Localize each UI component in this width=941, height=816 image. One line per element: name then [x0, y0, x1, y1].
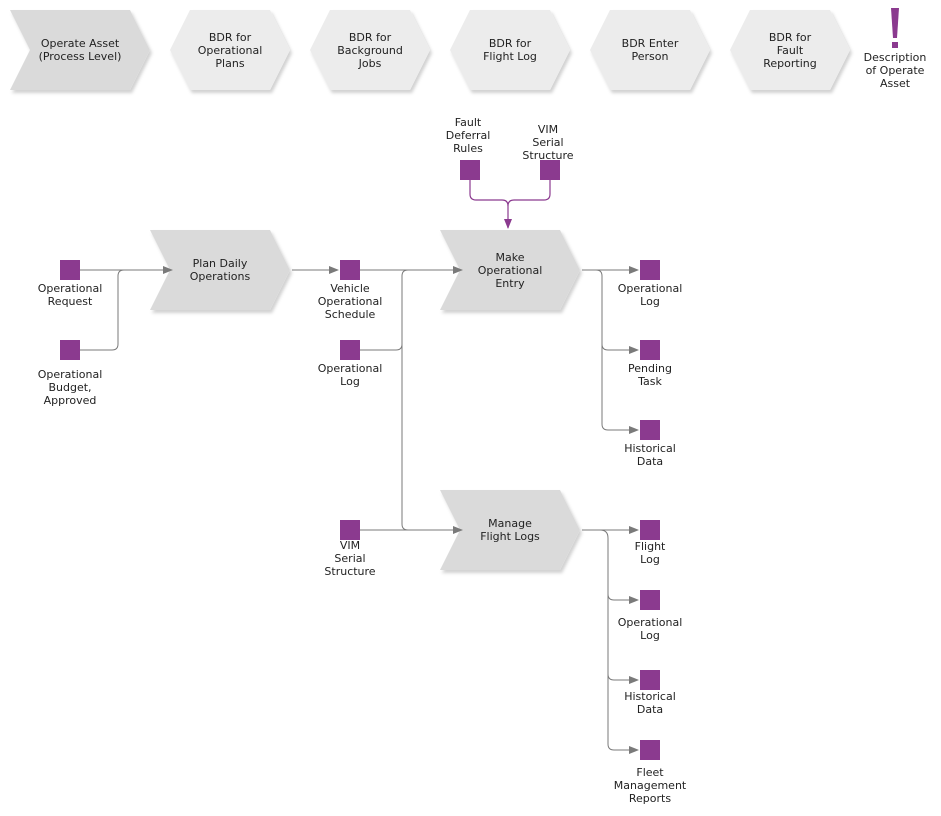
object-label: Operational Request: [37, 282, 103, 308]
process-label-make-entry: Make Operational Entry: [477, 250, 543, 290]
object-label: Historical Data: [624, 690, 676, 716]
object-operational-request[interactable]: [60, 260, 80, 280]
object-label: VIM Serial Structure: [522, 123, 574, 162]
header-hex-bdr-background-jobs[interactable]: [310, 10, 430, 90]
header-hex-bdr-fault-reporting[interactable]: [730, 10, 850, 90]
object-vim-serial-structure-top[interactable]: [540, 160, 560, 180]
header-hex-bdr-enter-person[interactable]: [590, 10, 710, 90]
process-plan-daily-operations[interactable]: [150, 230, 290, 310]
object-historical-data-flight[interactable]: [640, 670, 660, 690]
process-label-plan-daily: Plan Daily Operations: [189, 257, 251, 283]
header-process-operate-asset[interactable]: [10, 10, 150, 90]
object-flight-log[interactable]: [640, 520, 660, 540]
process-make-operational-entry[interactable]: [440, 230, 580, 310]
object-historical-data-entry[interactable]: [640, 420, 660, 440]
object-operational-log-input[interactable]: [340, 340, 360, 360]
object-label: Fault Deferral Rules: [445, 116, 491, 155]
object-fault-deferral-rules[interactable]: [460, 160, 480, 180]
connector-manage-trunk: [599, 529, 639, 754]
process-manage-flight-logs[interactable]: [440, 490, 580, 570]
connector-fault-rules-to-entry: [469, 180, 512, 229]
connector-budget-to-plan: [80, 269, 125, 351]
accent-connectors: [469, 180, 551, 229]
header-hex-bdr-flight-log[interactable]: [450, 10, 570, 90]
connectors: [80, 266, 639, 754]
connector-manage-to-historical: [607, 673, 639, 684]
object-label: Vehicle Operational Schedule: [317, 282, 383, 321]
header-label-bdr-flight-log: BDR for Flight Log: [483, 37, 537, 63]
connector-entry-trunk: [595, 269, 639, 434]
object-label: VIM Serial Structure: [324, 539, 376, 578]
connector-manage-to-oplog: [607, 593, 639, 604]
header-hex-bdr-operational-plans[interactable]: [170, 10, 290, 90]
object-vehicle-operational-schedule[interactable]: [340, 260, 360, 280]
object-label: Flight Log: [634, 540, 666, 566]
description-label: Description of Operate Asset: [863, 51, 927, 90]
object-label: Operational Log: [617, 616, 683, 642]
object-label: Operational Log: [317, 362, 383, 388]
connector-entry-to-pending: [601, 343, 639, 354]
object-label: Operational Log: [617, 282, 683, 308]
header-label-bdr-operational-plans: BDR for Operational Plans: [197, 30, 263, 70]
object-operational-budget[interactable]: [60, 340, 80, 360]
object-label: Operational Budget, Approved: [37, 368, 103, 407]
header-label-bdr-fault-reporting: BDR for Fault Reporting: [763, 30, 817, 70]
process-label-manage-flight-logs: Manage Flight Logs: [480, 517, 540, 543]
header-label-bdr-background-jobs: BDR for Background Jobs: [337, 30, 403, 70]
object-label: Pending Task: [628, 362, 672, 388]
object-label: Historical Data: [624, 442, 676, 468]
exclamation-icon[interactable]: [888, 8, 902, 52]
header-label-bdr-enter-person: BDR Enter Person: [621, 37, 679, 63]
object-pending-task[interactable]: [640, 340, 660, 360]
object-fleet-management-reports[interactable]: [640, 740, 660, 760]
object-operational-log-output[interactable]: [640, 260, 660, 280]
connector-trunk-down: [401, 344, 409, 531]
object-operational-log-flight[interactable]: [640, 590, 660, 610]
object-label: Fleet Management Reports: [613, 766, 687, 805]
object-vim-serial-structure-input[interactable]: [340, 520, 360, 540]
header-label-operate-asset: Operate Asset (Process Level): [38, 37, 122, 63]
connector-vim-top-to-entry: [507, 180, 551, 207]
